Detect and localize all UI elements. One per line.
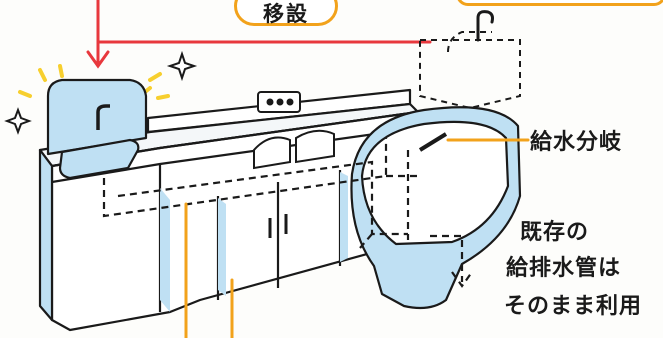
relocation-label: 移設 <box>237 0 335 28</box>
water-branch-label: 給水分岐 <box>530 124 622 156</box>
relocation-badge: 移設 <box>234 0 338 26</box>
faucet-icon <box>478 12 493 40</box>
toilet-bowl <box>351 107 520 308</box>
old-tank-outline <box>420 32 520 108</box>
remote-control <box>258 92 300 112</box>
existing-pipes-label-line2: 給排水管は <box>506 250 621 282</box>
existing-pipes-label-line3: そのまま利用 <box>504 288 642 320</box>
hand-wash-sink <box>48 80 146 178</box>
top-right-badge <box>456 0 663 6</box>
existing-pipes-label-line1: 既存の <box>520 214 589 246</box>
